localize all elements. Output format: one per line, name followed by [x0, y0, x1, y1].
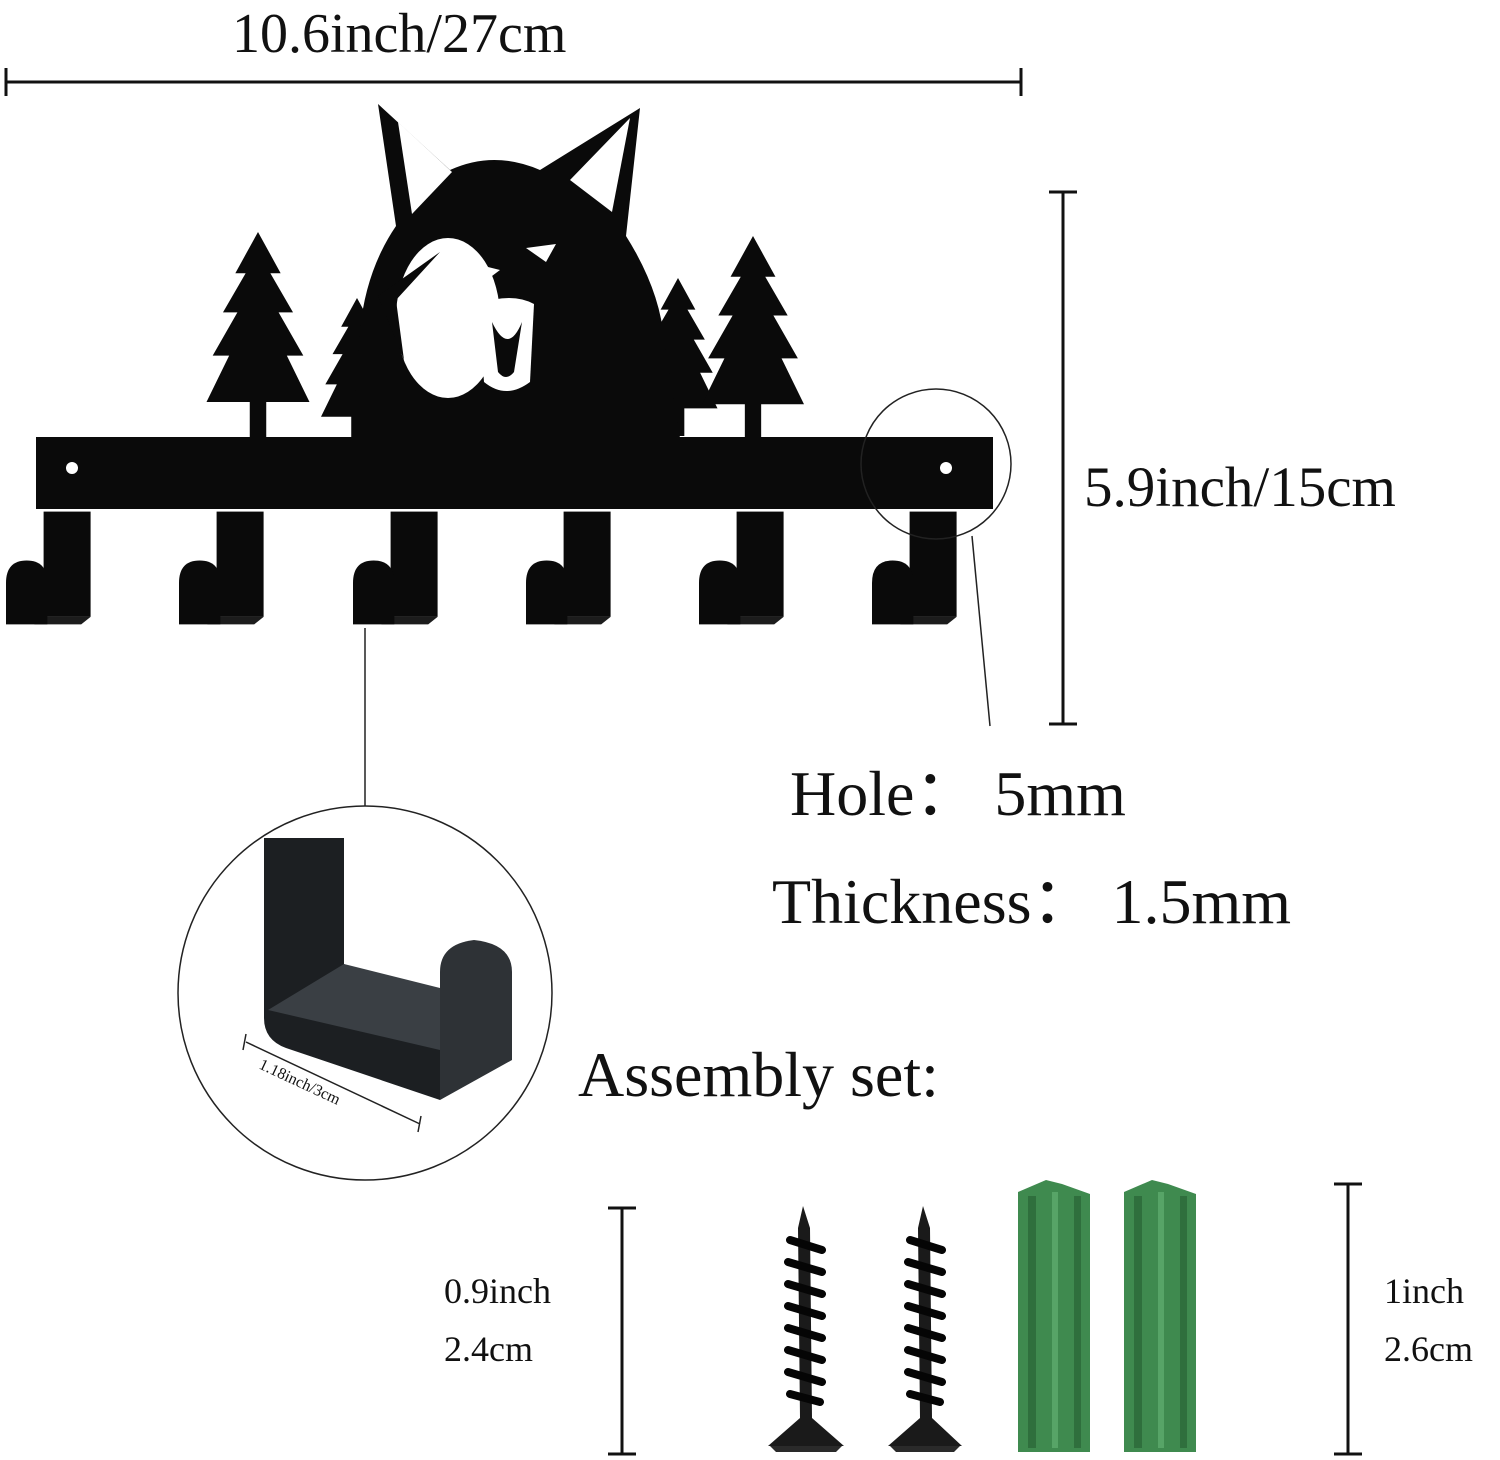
- anchor-size-inch: 1inch: [1384, 1271, 1464, 1311]
- wolf-head-icon: [352, 104, 680, 438]
- hole-spec: Hole： 5mm: [790, 758, 1126, 829]
- hook-2: [179, 511, 264, 625]
- height-dimension-line: [1049, 190, 1077, 726]
- anchor-size-bracket: [1334, 1182, 1362, 1456]
- screw-icon: [888, 1206, 962, 1452]
- hole-leader-line: [971, 535, 991, 727]
- mount-hole-left: [66, 462, 78, 474]
- anchor-size-label: 1inch 2.6cm: [1384, 1262, 1473, 1378]
- thickness-spec: Thickness： 1.5mm: [772, 866, 1292, 937]
- screw-size-bracket: [608, 1206, 636, 1456]
- screw-size-cm: 2.4cm: [444, 1329, 533, 1369]
- anchor-size-cm: 2.6cm: [1384, 1329, 1473, 1369]
- hook-3: [353, 511, 438, 625]
- hook-6: [872, 511, 957, 625]
- width-dimension-line: [4, 68, 1023, 96]
- height-label: 5.9inch/15cm: [1084, 456, 1396, 519]
- screw-size-inch: 0.9inch: [444, 1271, 551, 1311]
- screw-size-label: 0.9inch 2.4cm: [444, 1262, 551, 1378]
- pine-tree-right-large-icon: [702, 236, 804, 440]
- hook-5: [699, 511, 784, 625]
- hook-1: [6, 511, 91, 625]
- wall-anchor-icon: [1124, 1180, 1196, 1452]
- assembly-title: Assembly set:: [578, 1039, 939, 1110]
- wall-anchor-icon: [1018, 1180, 1090, 1452]
- screw-icon: [768, 1206, 844, 1452]
- hanger-bar: [36, 437, 993, 509]
- mount-hole-right: [940, 462, 952, 474]
- hook-detail-callout: 1.18inch/3cm: [177, 805, 553, 1181]
- hook-4: [526, 511, 611, 625]
- width-label: 10.6inch/27cm: [232, 3, 567, 65]
- hole-callout-circle: [860, 388, 1012, 540]
- pine-tree-left-large-icon: [206, 232, 310, 438]
